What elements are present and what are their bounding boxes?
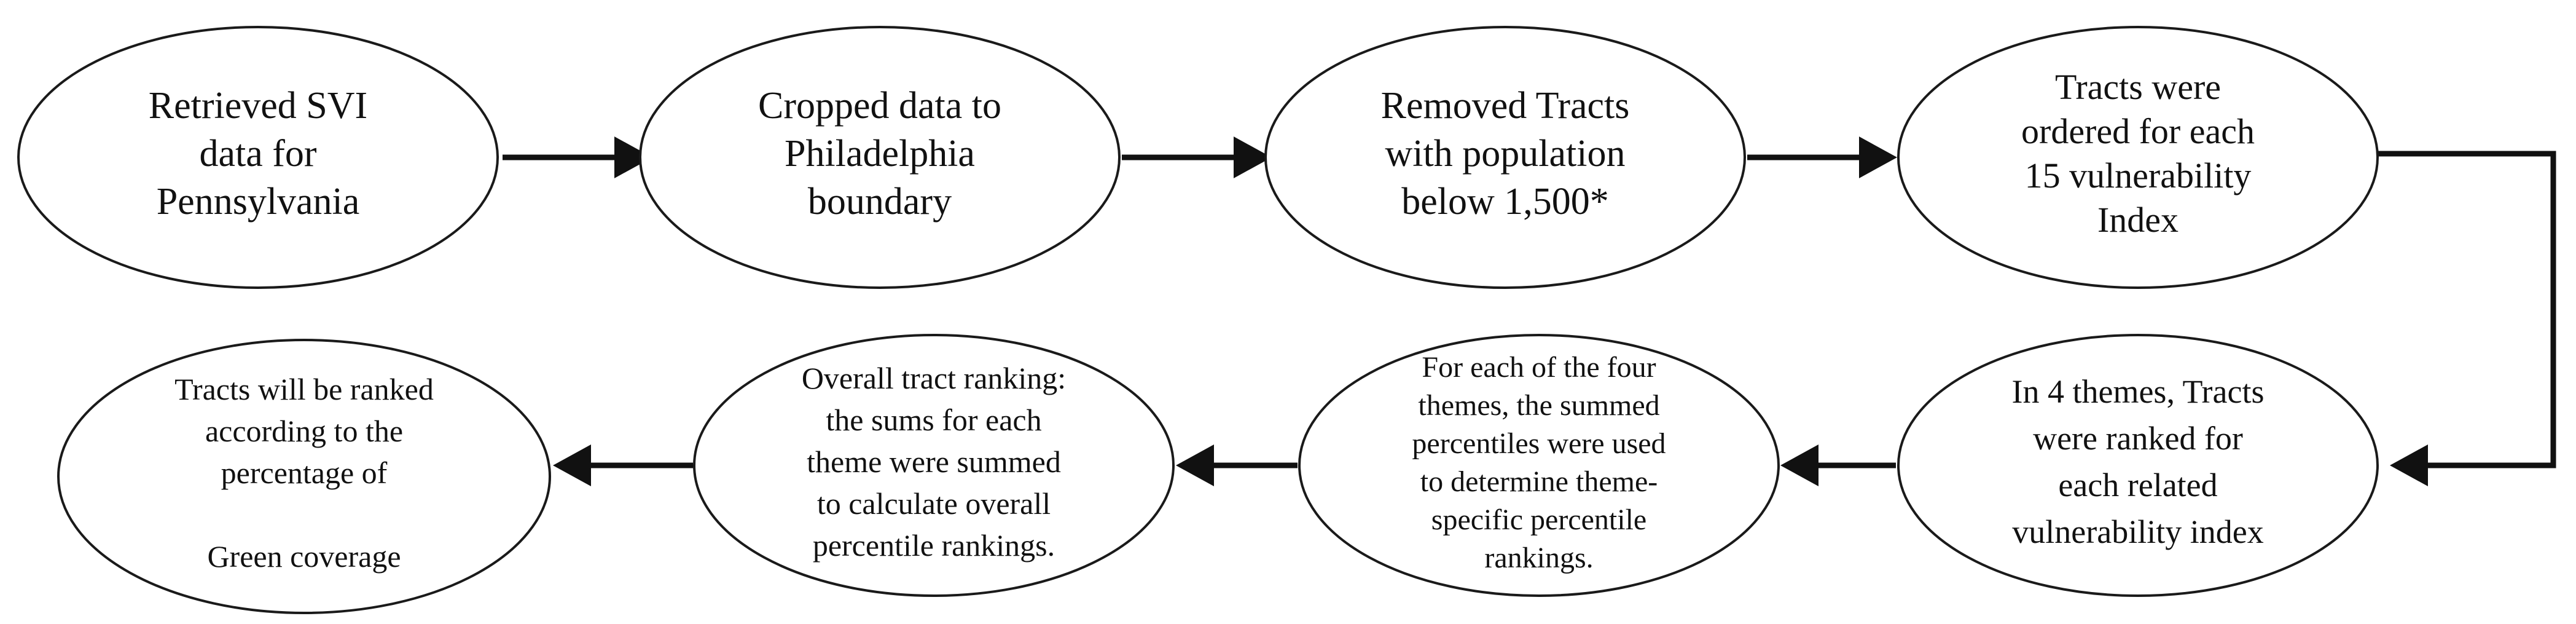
node-ellipse-outline (693, 334, 1175, 597)
node-label-line: data for (199, 133, 316, 175)
node-label-line: Pennsylvania (157, 181, 360, 223)
arrowhead-right-icon (614, 136, 652, 178)
node-label-line: theme were summed (807, 444, 1061, 479)
node-label: In 4 themes, Tracts were ranked for each r… (2012, 373, 2265, 550)
node-label-line: percentiles were used (1412, 427, 1666, 460)
arrow-node3-to-node4 (1747, 136, 1897, 178)
arrowhead-right-icon (1859, 136, 1897, 178)
node-ellipse-outline (17, 26, 499, 289)
node-label-line: with population (1385, 133, 1626, 175)
flow-node-four-themes-ranked[interactable]: In 4 themes, Tracts were ranked for each r… (1897, 334, 2379, 597)
node-label-line: percentile rankings. (813, 528, 1055, 563)
arrow-elbow-shaft (2373, 151, 2556, 468)
node-label-line: Green coverage (207, 539, 401, 574)
node-label-line: Cropped data to (758, 85, 1001, 127)
node-label-line: boundary (808, 181, 952, 223)
arrowhead-left-icon (1780, 444, 1818, 486)
node-label-line: In 4 themes, Tracts (2012, 373, 2265, 410)
node-label-line: to determine theme- (1420, 465, 1658, 498)
node-ellipse-outline (57, 339, 551, 614)
node-label-line: to calculate overall (817, 486, 1051, 521)
node-label-line: according to the (205, 414, 403, 448)
flow-node-removed-small-tracts[interactable]: Removed Tracts with population below 1,500… (1264, 26, 1746, 289)
node-label-line: themes, the summed (1418, 389, 1659, 422)
node-label: Cropped data to Philadelphia boundary (758, 85, 1001, 223)
node-label-line: Philadelphia (785, 133, 975, 175)
node-label-line: Removed Tracts (1381, 85, 1630, 127)
arrow-node7-to-node8 (553, 444, 693, 486)
arrow-node2-to-node3 (1122, 136, 1272, 178)
arrow-node6-to-node7 (1176, 444, 1298, 486)
arrow-node5-to-node6 (1780, 444, 1896, 486)
node-ellipse-outline (1264, 26, 1746, 289)
flow-node-theme-specific-percentiles[interactable]: For each of the four themes, the summed pe… (1298, 334, 1780, 597)
node-label-line: percentage of (221, 456, 388, 490)
node-label-line: rankings. (1484, 542, 1593, 574)
node-label-line: vulnerability index (2012, 513, 2263, 550)
node-label-line: were ranked for (2033, 420, 2243, 457)
node-label: Tracts will be ranked according to the per… (174, 372, 434, 574)
node-label: Overall tract ranking: the sums for each t… (802, 361, 1066, 563)
flow-node-cropped-to-philadelphia[interactable]: Cropped data to Philadelphia boundary (639, 26, 1121, 289)
node-label-line: each related (2058, 467, 2217, 504)
node-label-line: For each of the four (1422, 351, 1656, 384)
flow-node-overall-tract-ranking[interactable]: Overall tract ranking: the sums for each t… (693, 334, 1175, 597)
node-label-line: Tracts were (2055, 67, 2221, 107)
arrow-node1-to-node2 (503, 136, 652, 178)
arrowhead-right-icon (1234, 136, 1272, 178)
node-ellipse-outline (1897, 334, 2379, 597)
node-label-line: 15 vulnerability (2025, 156, 2252, 195)
node-ellipse-outline (1298, 334, 1780, 597)
node-label-line: the sums for each (826, 403, 1041, 437)
flow-node-ranked-by-green-coverage[interactable]: Tracts will be ranked according to the per… (57, 339, 551, 614)
node-label-line: specific percentile (1431, 504, 1646, 536)
node-label-line: Tracts will be ranked (174, 372, 434, 406)
arrowhead-left-icon (2390, 444, 2428, 486)
node-label-line: Overall tract ranking: (802, 361, 1066, 395)
node-ellipse-outline (1897, 26, 2379, 289)
node-label-line: ordered for each (2021, 111, 2255, 151)
arrowhead-left-icon (553, 444, 591, 486)
node-ellipse-outline (639, 26, 1121, 289)
connectors-layer (503, 136, 2556, 486)
node-label: Removed Tracts with population below 1,500… (1381, 85, 1630, 223)
node-label-line: below 1,500* (1401, 181, 1609, 223)
arrow-node4-to-node5-elbow (2373, 151, 2556, 486)
node-label: For each of the four themes, the summed pe… (1412, 351, 1666, 574)
node-label-line: Index (2097, 200, 2179, 240)
arrowhead-left-icon (1176, 444, 1214, 486)
node-label-line (300, 497, 308, 532)
node-label-line: Retrieved SVI (149, 85, 367, 127)
